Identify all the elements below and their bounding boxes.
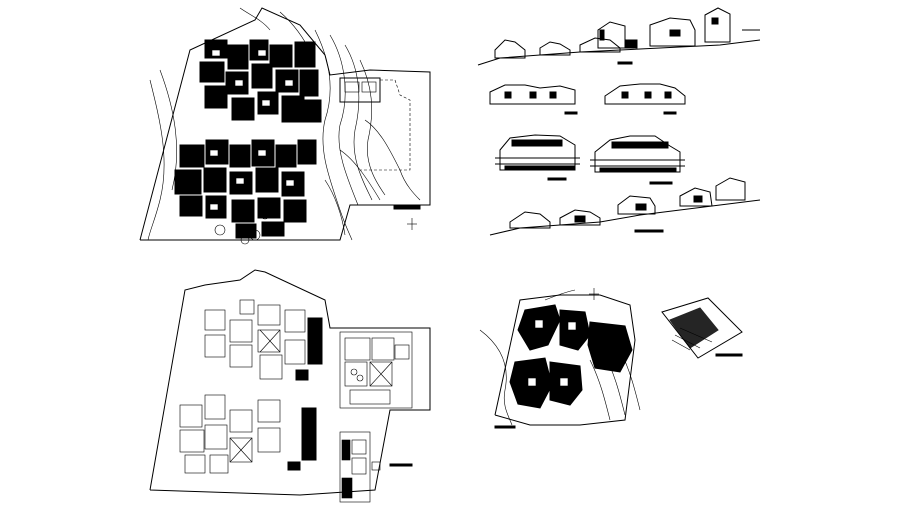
contour-lines xyxy=(147,7,421,241)
site-plan-small xyxy=(479,288,641,429)
unit-cluster-north xyxy=(204,299,306,380)
ground-floor-plan xyxy=(149,269,431,503)
elevation-d xyxy=(590,135,685,173)
drawing-label xyxy=(634,229,664,233)
elevation-c xyxy=(495,134,580,171)
housing-cluster-south xyxy=(174,139,317,239)
site-section-1 xyxy=(477,7,761,66)
north-arrow-icon xyxy=(407,218,417,230)
drawing-label xyxy=(649,181,673,185)
title-bar xyxy=(393,205,421,210)
drawing-label xyxy=(663,111,677,115)
housing-cluster-north xyxy=(199,39,322,123)
annex-building xyxy=(339,77,411,171)
building-masses xyxy=(509,304,633,409)
site-plan-top xyxy=(139,7,431,245)
drawing-label xyxy=(389,463,413,467)
annex-plan xyxy=(339,431,381,503)
drawing-label xyxy=(547,177,567,181)
drawing-label xyxy=(494,425,516,429)
wing-strips xyxy=(287,317,323,471)
drawing-label xyxy=(617,61,633,65)
drawing-label xyxy=(564,111,578,115)
drawing-label xyxy=(715,353,743,357)
tree-icon xyxy=(214,210,273,245)
north-arrow-icon xyxy=(589,288,599,300)
elevation-b xyxy=(604,83,686,105)
elevations-sections xyxy=(477,7,761,236)
central-hall xyxy=(339,331,413,409)
location-key-plan xyxy=(661,297,743,359)
unit-cluster-south xyxy=(179,394,281,474)
site-section-2 xyxy=(489,177,761,236)
elevation-a xyxy=(489,84,576,105)
